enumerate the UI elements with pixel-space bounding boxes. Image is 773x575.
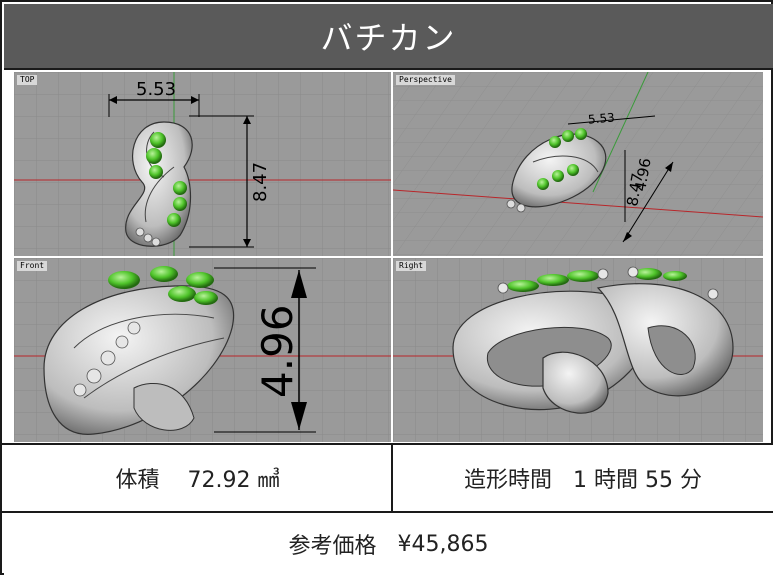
build-time-label: 造形時間 <box>464 468 553 493</box>
divider-top <box>2 443 773 445</box>
top-dim-height: 8.47 <box>250 162 271 202</box>
gem-1 <box>150 132 166 148</box>
gem-6 <box>167 213 181 227</box>
viewport-right[interactable]: Right <box>393 258 763 442</box>
persp-dim-b: 4.96 <box>631 157 655 193</box>
viewport-label-right: Right <box>396 261 427 271</box>
viewport-front[interactable]: 4.96 Front <box>14 258 391 442</box>
build-time-cell: 造形時間 1 時間 55 分 <box>393 445 773 511</box>
gem-2 <box>146 148 162 164</box>
build-time-value: 1 時間 55 分 <box>573 468 702 493</box>
viewport-perspective[interactable]: 5.53 4.96 8.47 Perspective <box>393 72 763 256</box>
right-view-render <box>393 258 763 442</box>
divider-bottom <box>2 511 773 513</box>
viewport-label-top: TOP <box>17 75 38 85</box>
front-view-render: 4.96 <box>14 258 391 442</box>
viewport-label-perspective: Perspective <box>396 75 455 85</box>
volume-label: 体積 <box>115 468 160 493</box>
top-dim-width: 5.53 <box>136 79 176 100</box>
price-cell: 参考価格 ¥45,865 <box>4 513 773 575</box>
viewport-top[interactable]: 5.53 8.47 TOP <box>14 72 391 256</box>
volume-value: 72.92 ㎣ <box>187 468 280 493</box>
persp-dim-c: 8.47 <box>623 172 647 208</box>
volume-cell: 体積 72.92 ㎣ <box>4 445 391 511</box>
gem-4 <box>173 181 187 195</box>
top-view-render: 5.53 8.47 <box>14 72 391 256</box>
front-dim-height: 4.96 <box>253 304 302 398</box>
perspective-view-render: 5.53 4.96 8.47 <box>393 72 763 256</box>
gem-3 <box>149 165 163 179</box>
persp-dim-a: 5.53 <box>587 110 615 126</box>
price-label: 参考価格 <box>288 534 377 559</box>
product-title: バチカン <box>4 4 773 70</box>
viewport-label-front: Front <box>17 261 48 271</box>
price-value: ¥45,865 <box>397 531 489 557</box>
divider-middle <box>391 445 393 511</box>
gem-5 <box>173 197 187 211</box>
